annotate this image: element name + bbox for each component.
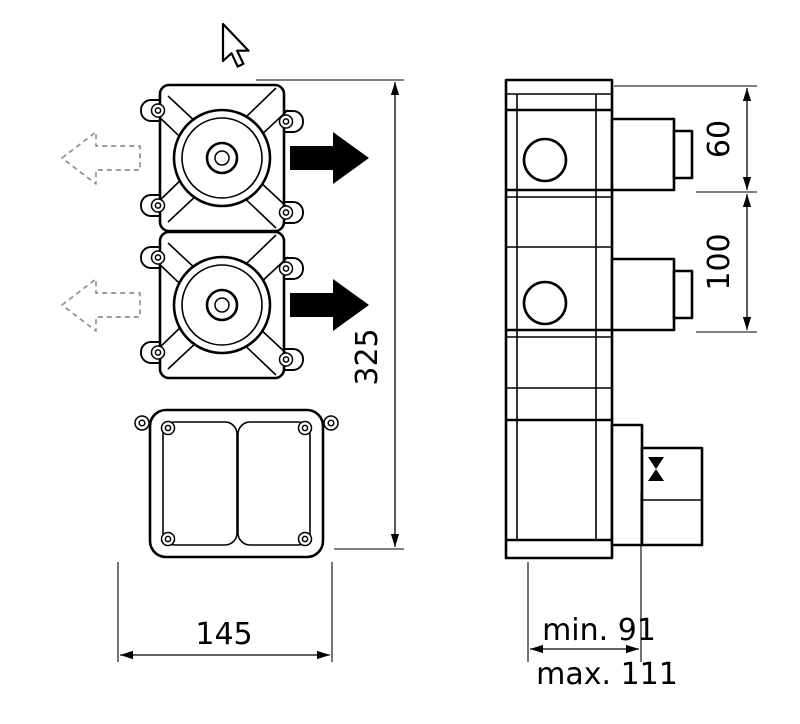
dimension-top-offset: 60 <box>702 120 737 158</box>
diverter-block-side <box>610 423 704 547</box>
inlet-port-top <box>522 137 568 183</box>
dimension-depth-max: max. 111 <box>536 657 678 692</box>
flow-arrow-left-dashed-icon <box>61 131 141 185</box>
valve-symbol-icon <box>648 469 664 481</box>
dimension-overall-height: 325 <box>350 328 385 385</box>
dimensions: 325 145 60 100 min. 91 max. 111 <box>117 79 757 692</box>
flow-arrow-right-icon <box>290 279 369 331</box>
valve-symbol-icon <box>648 457 664 469</box>
flow-arrow-left-dashed-icon <box>61 278 141 332</box>
flow-arrow-right-icon <box>290 132 369 184</box>
mixer-body-front <box>134 408 339 559</box>
side-view <box>504 78 704 560</box>
front-view <box>61 83 369 559</box>
thermostat-valve-bottom <box>139 230 305 380</box>
inlet-port-bottom <box>522 280 568 326</box>
dimension-overall-width: 145 <box>195 617 252 652</box>
dimension-depth-min: min. 91 <box>542 613 656 648</box>
thermostat-valve-top <box>139 83 305 233</box>
mouse-cursor-icon <box>221 22 250 68</box>
dimension-port-spacing: 100 <box>702 233 737 290</box>
cartridge-bottom-side <box>610 257 694 332</box>
cartridge-top-side <box>610 117 694 192</box>
